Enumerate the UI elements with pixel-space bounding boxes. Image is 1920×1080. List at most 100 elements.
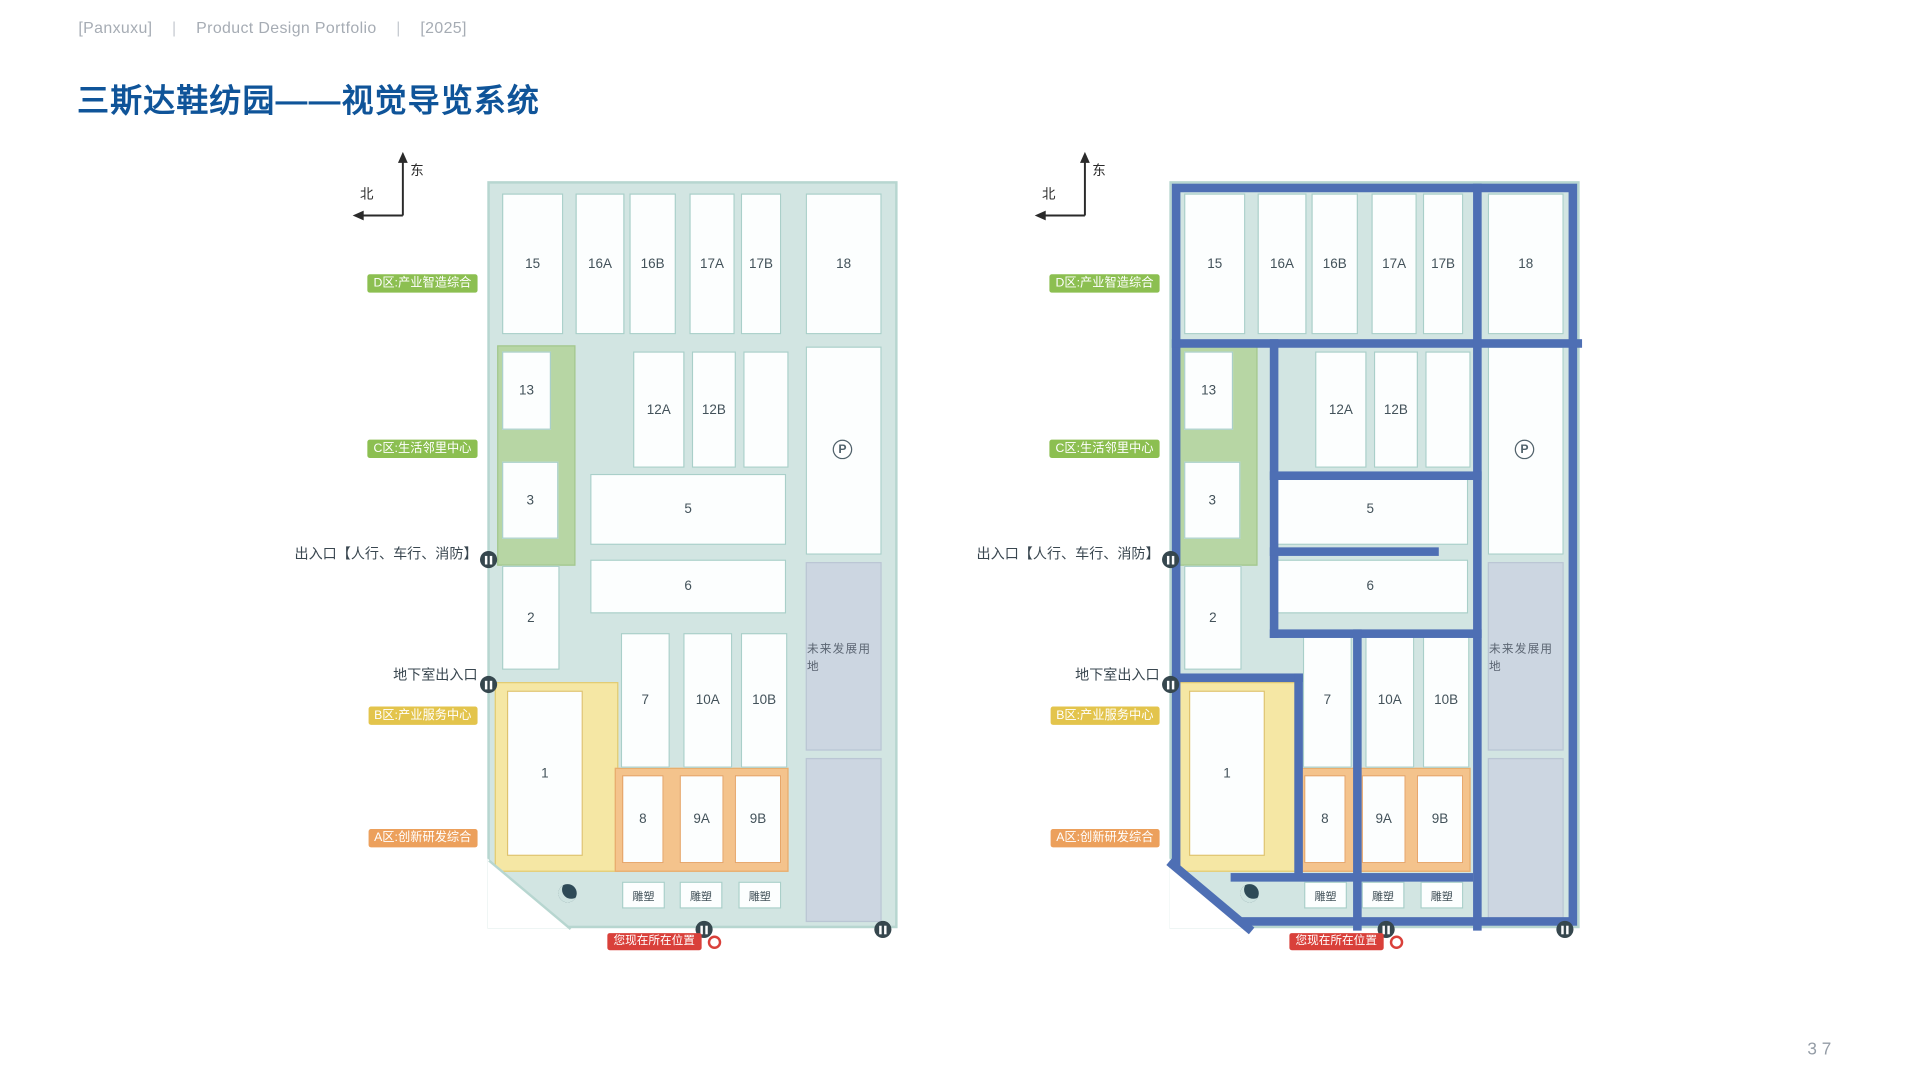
zone-d-badge: D区:产业智造综合 (367, 274, 478, 293)
building-9b: 9B (1416, 775, 1464, 864)
building-10b: 10B (1422, 633, 1470, 768)
future-land-block (1487, 757, 1564, 923)
basement-entrance-label: 地下室出入口 (393, 668, 478, 684)
parking-block (1487, 346, 1564, 555)
road-segment (1171, 339, 1583, 348)
building-7: 7 (620, 633, 670, 768)
header-divider: | (396, 18, 401, 37)
building-16b: 16B (629, 193, 676, 335)
compass-east-label: 东 (410, 164, 424, 179)
sphere-sculpture-icon (558, 884, 577, 903)
future-land-block: 未来发展用地 (1487, 562, 1564, 751)
compass-icon: 东 北 (1029, 144, 1107, 222)
you-are-here: 您现在所在位置 (607, 933, 721, 951)
page-number: 37 (1807, 1038, 1837, 1058)
entrance-gate-icon (874, 920, 892, 938)
road-segment (1269, 471, 1482, 481)
road-segment (1353, 629, 1362, 931)
building-2: 2 (502, 565, 560, 670)
compass-north-label: 北 (360, 187, 374, 203)
site-map-wayfinding: 东 北 D区:产业智造综合 C区:生活邻里中心 出入口【人行、车行、消防】 地下… (977, 144, 1583, 971)
building-6: 6 (590, 559, 787, 614)
site-plan: 15 16A 16B 17A 17B 18 P 未来发展用地 13 3 12A … (1162, 181, 1583, 938)
site-map-overview: 东 北 D区:产业智造综合 C区:生活邻里中心 出入口【人行、车行、消防】 地下… (294, 144, 898, 971)
building-12a: 12A (633, 351, 685, 468)
building-5: 5 (590, 473, 787, 545)
sphere-sculpture-icon (1240, 884, 1259, 903)
building-10a: 10A (683, 633, 733, 768)
building-9a: 9A (1361, 775, 1406, 864)
road-segment (1171, 673, 1303, 683)
zone-a-badge: A区:创新研发综合 (1050, 828, 1160, 848)
zone-a-badge: A区:创新研发综合 (368, 828, 478, 848)
building-8: 8 (1304, 775, 1346, 864)
sculpture-marker: 雕塑 (738, 881, 782, 909)
building-12b: 12B (1373, 351, 1418, 468)
road-segment (1269, 547, 1439, 556)
entrance-gate-icon (1556, 920, 1574, 938)
building-1: 1 (1188, 690, 1265, 856)
header-year: [2025] (420, 18, 467, 37)
sculpture-marker: 雕塑 (1420, 881, 1464, 909)
building-unlabeled (1425, 351, 1471, 468)
building-17a: 17A (1371, 193, 1417, 335)
building-1: 1 (506, 690, 583, 856)
basement-gate-icon (480, 675, 498, 694)
road-segment (1294, 673, 1303, 877)
entrance-gate-icon (480, 551, 498, 569)
zone-c-badge: C区:生活邻里中心 (367, 439, 478, 458)
building-9a: 9A (679, 775, 724, 864)
parking-icon: P (1514, 439, 1535, 460)
zone-b-badge: B区:产业服务中心 (1050, 706, 1160, 725)
building-9b: 9B (734, 775, 782, 864)
sculpture-marker: 雕塑 (1361, 881, 1405, 909)
road-segment (1230, 873, 1474, 882)
future-land-block (805, 757, 882, 923)
you-are-here-badge: 您现在所在位置 (1289, 933, 1384, 951)
entrance-label: 出入口【人行、车行、消防】 (294, 547, 478, 563)
building-16b: 16B (1311, 193, 1358, 335)
building-unlabeled (743, 351, 789, 468)
building-3: 3 (502, 461, 559, 539)
compass-north-label: 北 (1042, 187, 1056, 203)
road-segment (1473, 183, 1482, 931)
building-10b: 10B (740, 633, 788, 768)
map-side-labels: D区:产业智造综合 C区:生活邻里中心 出入口【人行、车行、消防】 地下室出入口… (977, 181, 1164, 928)
building-16a: 16A (575, 193, 625, 335)
building-16a: 16A (1257, 193, 1307, 335)
building-10a: 10A (1365, 633, 1415, 768)
building-12b: 12B (691, 351, 736, 468)
future-land-block: 未来发展用地 (805, 562, 882, 751)
building-18: 18 (805, 193, 882, 335)
building-18: 18 (1487, 193, 1564, 335)
building-8: 8 (622, 775, 664, 864)
road-segment (1269, 629, 1482, 638)
site-plan: 15 16A 16B 17A 17B 18 P 未来发展用地 13 3 12A … (480, 181, 898, 938)
basement-entrance-label: 地下室出入口 (1075, 668, 1160, 684)
you-are-here-badge: 您现在所在位置 (607, 933, 702, 951)
zone-d-badge: D区:产业智造综合 (1049, 274, 1160, 293)
building-13: 13 (1184, 351, 1234, 430)
building-7: 7 (1302, 633, 1352, 768)
page-header: [Panxuxu] | Product Design Portfolio | [… (78, 18, 466, 36)
building-6: 6 (1272, 559, 1469, 614)
map-side-labels: D区:产业智造综合 C区:生活邻里中心 出入口【人行、车行、消防】 地下室出入口… (294, 181, 482, 928)
basement-gate-icon (1162, 675, 1180, 694)
road-segment (1269, 339, 1279, 638)
sculpture-marker: 雕塑 (679, 881, 723, 909)
sculpture-marker: 雕塑 (622, 881, 665, 909)
building-15: 15 (502, 193, 564, 335)
zone-b-badge: B区:产业服务中心 (368, 706, 478, 725)
you-are-here: 您现在所在位置 (1289, 933, 1403, 951)
parking-icon: P (832, 439, 853, 460)
entrance-label: 出入口【人行、车行、消防】 (976, 547, 1160, 563)
building-2: 2 (1184, 565, 1242, 670)
page-title: 三斯达鞋纺园——视觉导览系统 (77, 82, 541, 119)
zone-c-badge: C区:生活邻里中心 (1049, 439, 1160, 458)
you-are-here-dot (1389, 935, 1403, 949)
header-subtitle: Product Design Portfolio (196, 18, 377, 37)
compass-east-label: 东 (1092, 164, 1106, 179)
building-12a: 12A (1315, 351, 1367, 468)
compass-icon: 东 北 (347, 144, 425, 222)
